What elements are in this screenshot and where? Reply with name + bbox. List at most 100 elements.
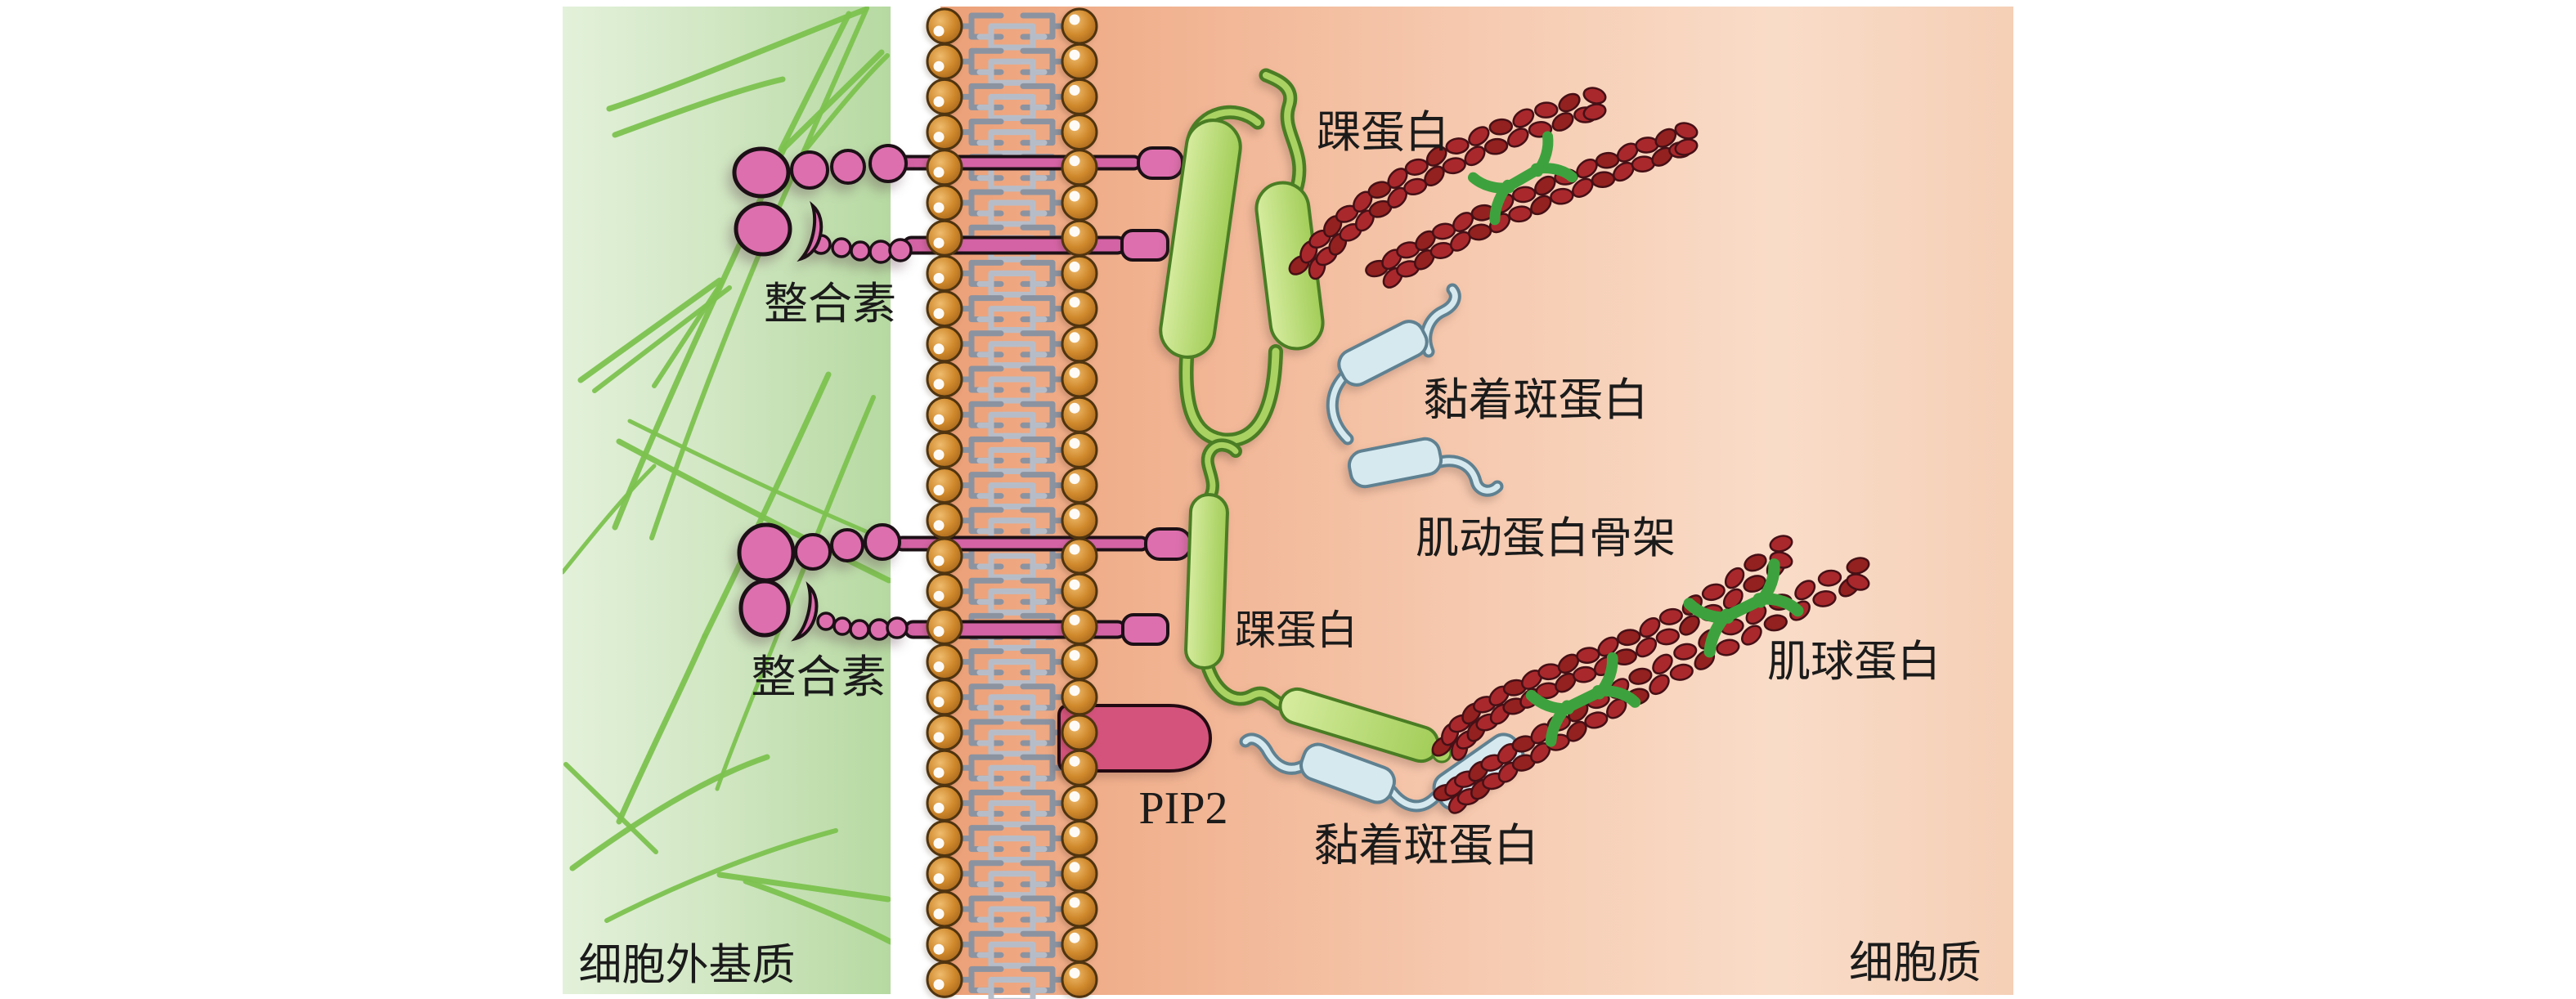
lipid-head-highlight — [933, 767, 945, 778]
lipid-head-highlight — [1069, 49, 1080, 60]
integrin-alpha-bead — [830, 149, 866, 185]
lipid-head — [1061, 361, 1098, 398]
ecm-fiber — [781, 49, 885, 151]
integrin-beta-bead — [886, 616, 909, 639]
lipid-tail — [976, 659, 1024, 687]
lipid-tail — [1020, 12, 1067, 40]
lipid-head — [926, 43, 963, 80]
myosin-arm — [1592, 685, 1641, 708]
lipid-head — [1061, 325, 1098, 363]
talin-bottom-rod-domain-1 — [1184, 493, 1229, 670]
vinculin-bottom-domain-1 — [1299, 742, 1396, 804]
vinculin-top-domain-1 — [1337, 320, 1429, 387]
lipid-head — [926, 784, 963, 822]
lipid-head-highlight — [1069, 297, 1080, 308]
integrin-alpha-head — [732, 146, 791, 199]
lipid-tail — [976, 976, 1024, 999]
actin-bead — [1582, 87, 1607, 105]
lipid-head-highlight — [1069, 544, 1080, 555]
ecm-fiber — [715, 617, 786, 791]
ecm-fiber — [743, 878, 891, 945]
lipid-head — [1061, 537, 1098, 575]
lipid-tail — [1000, 306, 1048, 334]
lipid-head-highlight — [933, 485, 945, 496]
label-integrin-bottom: 整合素 — [751, 652, 886, 702]
integrin-alpha-bead — [830, 528, 864, 562]
lipid-tail — [1020, 648, 1067, 676]
lipid-head-highlight — [933, 414, 945, 425]
lipid-head-highlight — [933, 272, 945, 284]
lipid-head-highlight — [933, 979, 945, 990]
lipid-tail — [1000, 694, 1048, 722]
lipid-head-highlight — [1069, 827, 1080, 838]
lipid-tail — [1000, 764, 1048, 792]
lipid-tail — [976, 482, 1024, 510]
lipid-head — [926, 114, 963, 151]
lipid-tail — [1000, 376, 1048, 404]
lipid-head — [1061, 643, 1098, 681]
lipid-head-highlight — [933, 908, 945, 920]
lipid-tail — [1020, 895, 1067, 923]
lipid-head-highlight — [933, 449, 945, 460]
lipid-head-highlight — [1069, 614, 1080, 625]
actin-bead — [1425, 146, 1447, 167]
actin-bead — [1566, 720, 1587, 742]
actin-bead — [1674, 138, 1699, 156]
lipid-tail — [1020, 47, 1067, 75]
lipid-head — [1061, 890, 1098, 928]
lipid-tail — [957, 47, 1004, 75]
lipid-head-highlight — [1069, 720, 1080, 732]
lipid-tail — [976, 164, 1024, 192]
lipid-tail — [1000, 446, 1048, 474]
lipid-tail — [1000, 517, 1048, 545]
lipid-head-highlight — [933, 167, 945, 178]
lipid-tail — [1020, 577, 1067, 605]
lipid-tail — [957, 860, 1004, 888]
lipid-tail — [1000, 129, 1048, 157]
lipid-head — [926, 290, 963, 328]
lipid-tail — [1020, 119, 1067, 146]
actin-bead — [1512, 186, 1537, 204]
lipid-head — [926, 855, 963, 893]
ecm-fiber — [606, 7, 868, 112]
lipid-tail — [976, 341, 1024, 369]
ecm-fiber — [612, 145, 788, 531]
lipid-head-highlight — [1069, 367, 1080, 379]
lipid-head-highlight — [933, 25, 945, 37]
lipid-tail — [1000, 199, 1048, 227]
lipid-tail — [1020, 754, 1067, 782]
lipid-tail — [957, 189, 1004, 217]
lipid-head — [1061, 572, 1098, 610]
actin-bead — [1488, 118, 1514, 136]
lipid-head-highlight — [1069, 261, 1080, 272]
lipid-tail — [1020, 683, 1067, 711]
lipid-head-highlight — [933, 96, 945, 107]
lipid-tail — [957, 365, 1004, 393]
lipid-head — [926, 679, 963, 716]
ecm-fibers — [563, 7, 891, 945]
lipid-tail — [1020, 507, 1067, 535]
actin-bead — [1658, 607, 1683, 625]
lipid-head — [926, 219, 963, 257]
lipid-tail — [957, 930, 1004, 958]
lipid-tail — [1020, 860, 1067, 888]
ecm-fiber — [716, 871, 891, 903]
actin-bead — [1617, 629, 1641, 647]
lipid-tail — [1000, 411, 1048, 439]
label-vinculin-top: 黏着斑蛋白 — [1423, 375, 1648, 425]
lipid-tail — [957, 683, 1004, 711]
actin-bead — [1741, 625, 1762, 646]
actin-bead — [1628, 667, 1653, 685]
lipid-tail — [1000, 871, 1048, 898]
lipid-head — [1061, 114, 1098, 151]
lipid-tail — [976, 376, 1024, 404]
lipid-head — [1061, 43, 1098, 80]
lipid-head-highlight — [1069, 755, 1080, 767]
integrin-beta-bead — [888, 238, 913, 262]
lipid-tail — [976, 906, 1024, 934]
actin-bead — [1534, 175, 1556, 196]
actin-bead — [1763, 614, 1788, 632]
label-actin-skeleton: 肌动蛋白骨架 — [1416, 515, 1676, 562]
lipid-tail — [1020, 436, 1067, 464]
actin-bead — [1512, 108, 1535, 128]
